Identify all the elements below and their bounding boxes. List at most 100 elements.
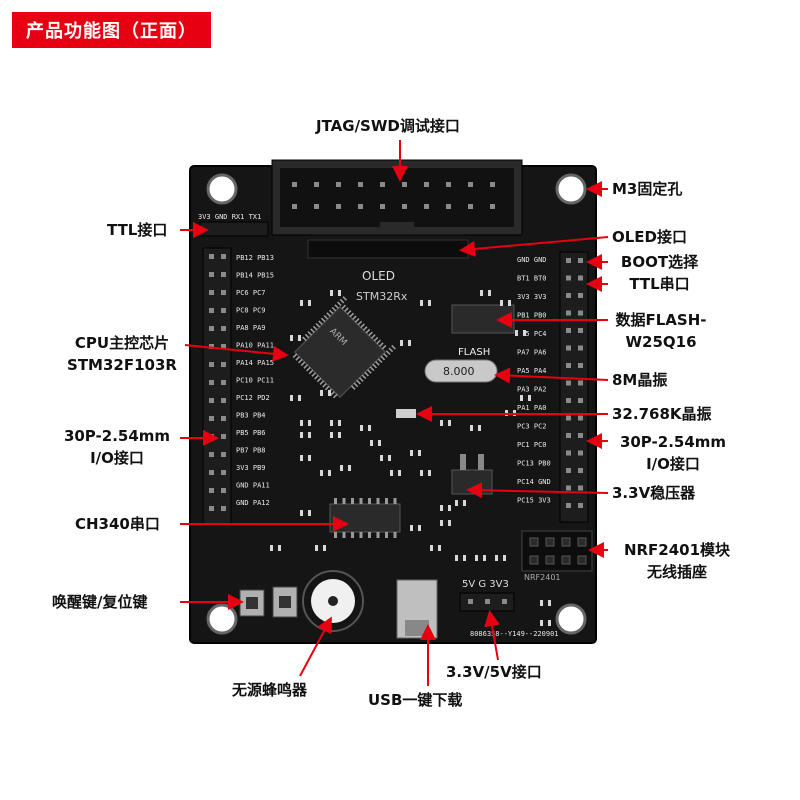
smd-component-body (543, 600, 548, 606)
right-pin-label: PC1 PC0 (517, 441, 547, 449)
header-pin (221, 308, 226, 313)
left-pin-label: PB12 PB13 (236, 254, 274, 262)
left-pin-label: PB14 PB15 (236, 272, 274, 280)
left-pin-label: PA8 PA9 (236, 324, 266, 332)
header-pin (566, 293, 571, 298)
right-pin-label: PA7 PA6 (517, 349, 547, 357)
cpu-leg (328, 309, 334, 315)
cpu-leg (312, 325, 318, 331)
header-pin (578, 450, 583, 456)
smd-component-body (303, 420, 308, 426)
ch340-leg (334, 532, 337, 538)
cpu-leg (314, 374, 319, 380)
smd-component-body (458, 555, 463, 561)
cpu-leg (352, 315, 357, 321)
nrf-pin (529, 555, 539, 565)
cpu-leg (375, 361, 380, 366)
cpu-leg (364, 371, 369, 377)
header-pin (566, 415, 571, 421)
ch340-leg (342, 498, 346, 504)
smd-component-body (333, 432, 338, 438)
cpu-leg (319, 380, 325, 385)
cpu-leg (380, 355, 386, 361)
jtag-pin (358, 182, 363, 187)
ch340-leg (334, 498, 337, 504)
cpu-leg (350, 385, 356, 390)
label-nrf-1: NRF2401模块 (623, 541, 731, 559)
power-header: 5V G 3V3 (459, 579, 515, 612)
nrf-pin (529, 537, 539, 547)
left-pin-label: PC8 PC9 (236, 307, 266, 315)
nrf-socket: NRF2401 (521, 530, 593, 582)
cpu-leg (315, 323, 321, 328)
ch340-leg (342, 532, 346, 538)
jtag-pin (292, 182, 297, 187)
right-pin-label: PC14 GND (517, 478, 551, 486)
cpu-leg (295, 356, 300, 361)
mounting-holes (206, 173, 587, 635)
header-pin (566, 380, 571, 386)
smd-component-body (523, 395, 528, 401)
left-pin-header (202, 247, 232, 526)
label-ch340: CH340串口 (75, 515, 160, 533)
cpu-leg (330, 391, 335, 396)
jtag-pin (380, 182, 385, 187)
power-pin (468, 599, 473, 604)
header-pin (566, 310, 571, 316)
label-flash-1: 数据FLASH- (615, 311, 707, 329)
header-pin (566, 433, 571, 438)
smd-component-body (423, 470, 428, 476)
label-crystal-32k: 32.768K晶振 (612, 405, 712, 423)
cpu-leg (381, 344, 387, 350)
ch340-leg (368, 498, 371, 504)
cpu-leg (377, 358, 383, 364)
label-boot: BOOT选择 (620, 253, 699, 271)
header-pin (221, 344, 226, 349)
cpu-leg (332, 393, 338, 399)
jtag-pin (490, 182, 495, 187)
cpu-leg (369, 366, 375, 372)
smd-component-body (323, 470, 328, 476)
right-pin-label: BT1 BT0 (517, 275, 547, 283)
jtag-pin (468, 204, 473, 209)
oled-silk: OLED (362, 269, 395, 283)
cpu-leg (365, 328, 371, 334)
header-pin (578, 380, 583, 386)
cpu-leg (324, 385, 330, 391)
smd-component-body (443, 505, 448, 511)
ch340-leg (359, 532, 363, 538)
crystal-32k (396, 409, 416, 418)
smd-component-body (323, 390, 328, 396)
header-pin (221, 416, 226, 421)
cpu-leg (326, 312, 331, 317)
cpu-leg (356, 379, 361, 385)
cpu-leg (316, 377, 322, 383)
header-pin (566, 485, 571, 491)
cpu-leg (349, 312, 355, 318)
left-pin-label: GND PA11 (236, 482, 270, 490)
power-pin (502, 599, 507, 604)
ch340-chip (329, 498, 401, 538)
cpu-leg (360, 323, 365, 329)
header-pin (578, 433, 583, 438)
cpu-leg (344, 307, 349, 312)
header-pin (221, 398, 226, 403)
left-pin-label: PA14 PA15 (236, 359, 274, 367)
cpu-leg (311, 372, 317, 377)
smd-component-body (403, 340, 408, 346)
label-power-header: 3.3V/5V接口 (446, 663, 542, 681)
cpu-leg (320, 317, 326, 323)
left-pin-label: PB7 PB8 (236, 447, 266, 455)
smd-component-body (273, 545, 278, 551)
header-pin (221, 362, 226, 367)
header-pin (209, 452, 214, 457)
left-pin-label: 3V3 PB9 (236, 464, 266, 472)
header-pin (578, 310, 583, 316)
label-nrf-2: 无线插座 (646, 563, 707, 581)
cpu-leg (354, 318, 360, 323)
smd-component-body (303, 455, 308, 461)
callout-arrows (180, 140, 609, 686)
header-pin (209, 326, 214, 331)
label-io-right-2: I/O接口 (646, 455, 700, 473)
